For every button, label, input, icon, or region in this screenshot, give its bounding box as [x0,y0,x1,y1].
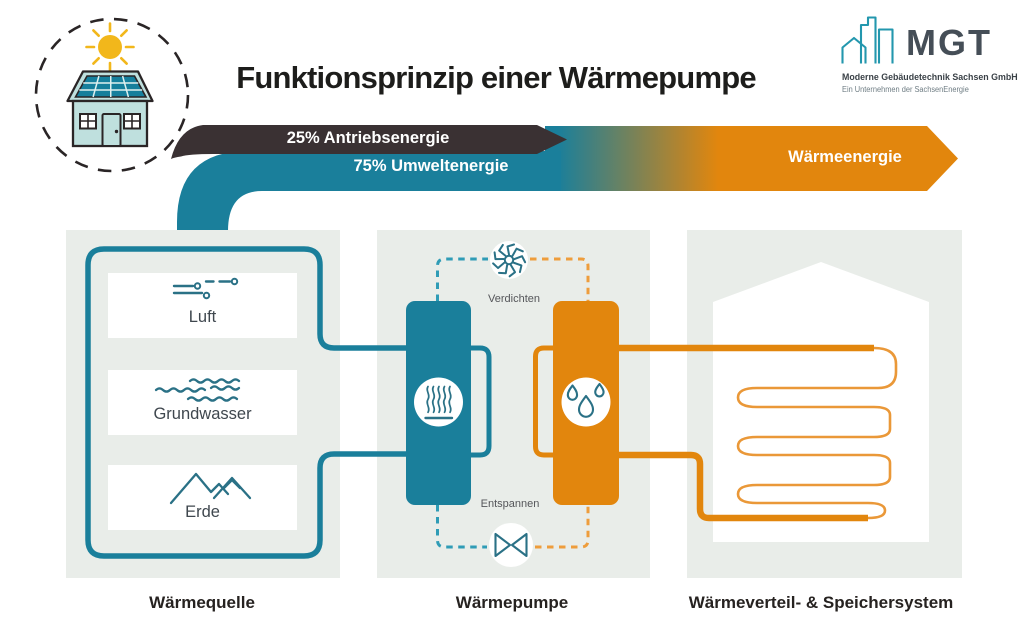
source-item-label-groundwater: Grundwasser [153,405,252,423]
heat-energy-arrow-band [545,126,958,191]
drive-energy-arrow [171,125,567,159]
source-item-label-air: Luft [188,308,217,326]
heating-coil-icon [619,344,898,522]
fan-compressor-icon [492,243,527,278]
environment-energy-pipe [177,151,561,231]
house-silhouette [713,262,929,542]
house-icon [66,70,154,148]
distribution-house [619,262,929,542]
dashed-circle-frame [34,17,190,173]
compress-label: Verdichten [488,293,540,305]
logo-tagline: Ein Unternehmen der SachsenEnergie [842,84,969,94]
windows [79,113,141,130]
heat-pump-caption: Wärmepumpe [455,593,569,612]
energy-flow-banner [171,125,958,231]
droplets-condenser-icon [566,382,605,418]
expansion-valve-icon [494,532,528,558]
source-item-card [108,273,297,338]
condenser-bypass-pipe [533,345,555,458]
environment-energy-label: 75% Umweltenergie [353,157,509,175]
condenser-circle [561,377,611,427]
page-title: Funktionsprinzip einer Wärmepumpe [236,60,756,95]
mountains-icon [169,472,252,505]
groundwater-waves-icon [154,378,241,402]
heat-source-loop [85,246,406,559]
evaporator-bypass-pipe [469,345,492,458]
wind-icon [172,277,239,300]
buildings-house-outline-icon [841,16,894,64]
logo-company-name: Moderne Gebäudetechnik Sachsen GmbH [842,72,1018,83]
steam-evaporator-icon [424,385,454,420]
expand-label: Entspannen [480,498,540,510]
refrigerant-dashed-lines [436,257,590,549]
distribution-caption: Wärmeverteil- & Speichersystem [688,593,954,612]
heat-energy-label: Wärmeenergie [788,148,902,166]
source-item-label-earth: Erde [185,503,220,521]
heat-pump-circuit [406,241,619,567]
door [101,113,122,147]
source-item-card [108,370,297,435]
heat-source-caption: Wärmequelle [149,593,255,612]
solar-house-with-sun-icon [34,17,190,173]
drive-energy-label: 25% Antriebsenergie [286,129,450,147]
logo-wordmark: MGT [906,22,992,63]
sun-icon [85,22,135,72]
source-item-card [108,465,297,530]
